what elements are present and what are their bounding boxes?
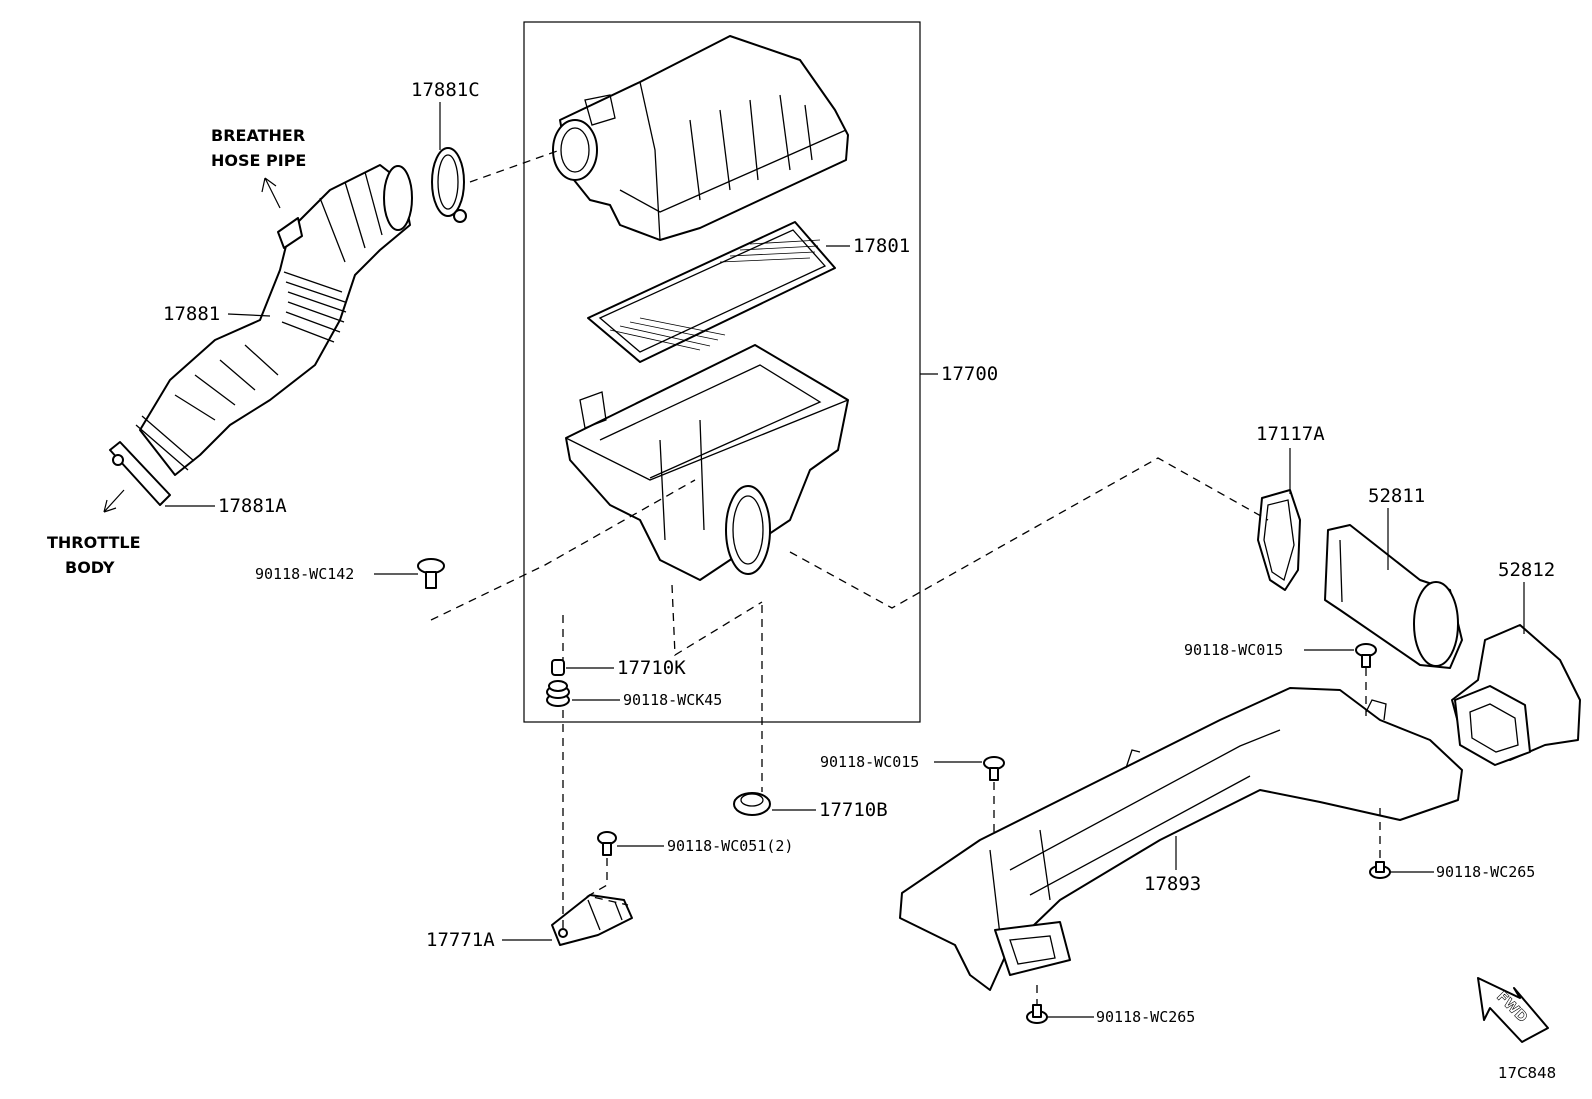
hose-clamp-17881C-drawing bbox=[431, 147, 467, 223]
label-90118-WC265b: 90118-WC265 bbox=[1096, 1008, 1195, 1026]
bolt-WC265a-drawing bbox=[1369, 861, 1391, 879]
label-17801: 17801 bbox=[853, 235, 910, 257]
seal-17117A-drawing bbox=[1257, 489, 1301, 591]
dash-bolt142-to-case bbox=[430, 479, 696, 621]
note-throttle-line1: THROTTLE bbox=[47, 533, 141, 552]
label-17700: 17700 bbox=[941, 363, 998, 385]
hose-clamp-17881A-drawing bbox=[109, 441, 171, 506]
dash-case-to-seal bbox=[789, 457, 1269, 609]
label-17771A: 17771A bbox=[426, 929, 495, 951]
bolt-WC051-drawing bbox=[597, 831, 617, 856]
leader-17881 bbox=[227, 313, 271, 317]
air-cleaner-cap-drawing bbox=[552, 35, 849, 241]
throttle-arrow bbox=[103, 489, 125, 513]
breather-arrow bbox=[261, 177, 281, 209]
label-90118-WC142: 90118-WC142 bbox=[255, 565, 354, 583]
note-breather-line1: BREATHER bbox=[211, 126, 305, 145]
air-cleaner-case-drawing bbox=[565, 344, 849, 581]
bolt-WC142-drawing bbox=[417, 558, 445, 589]
fwd-arrow-icon bbox=[1477, 977, 1549, 1043]
air-filter-element-drawing bbox=[587, 221, 836, 363]
grommet-17710K-drawing bbox=[551, 659, 565, 676]
air-cleaner-assembly-box bbox=[523, 21, 921, 723]
label-17881C: 17881C bbox=[411, 79, 480, 101]
note-throttle-line2: BODY bbox=[65, 558, 115, 577]
duct-52812-drawing bbox=[1451, 624, 1581, 766]
label-17710B: 17710B bbox=[819, 799, 888, 821]
intake-duct-17893-drawing bbox=[899, 687, 1463, 991]
bolt-WC015b-drawing bbox=[983, 756, 1005, 781]
bracket-17771A-drawing bbox=[551, 894, 633, 946]
label-17881: 17881 bbox=[163, 303, 220, 325]
label-17710K: 17710K bbox=[617, 657, 686, 679]
label-90118-WC015a: 90118-WC015 bbox=[1184, 641, 1283, 659]
label-90118-WC051: 90118-WC051(2) bbox=[667, 837, 793, 855]
label-17893: 17893 bbox=[1144, 873, 1201, 895]
label-90118-WC015b: 90118-WC015 bbox=[820, 753, 919, 771]
label-90118-WCK45: 90118-WCK45 bbox=[623, 691, 722, 709]
label-52811: 52811 bbox=[1368, 485, 1425, 507]
air-cleaner-hose-drawing bbox=[135, 164, 413, 476]
label-90118-WC265a: 90118-WC265 bbox=[1436, 863, 1535, 881]
cushion-WCK45-drawing bbox=[546, 680, 570, 707]
grommet-17710B-drawing bbox=[733, 792, 771, 816]
label-17881A: 17881A bbox=[218, 495, 287, 517]
bolt-WC265b-drawing bbox=[1026, 1004, 1048, 1024]
label-52812: 52812 bbox=[1498, 559, 1555, 581]
duct-52811-drawing bbox=[1324, 524, 1463, 669]
bolt-WC015a-drawing bbox=[1355, 643, 1377, 668]
dash-clamp-to-cap bbox=[469, 149, 561, 183]
dash-17710K-cross bbox=[671, 584, 763, 657]
note-breather-line2: HOSE PIPE bbox=[211, 151, 306, 170]
diagram-id: 17C848 bbox=[1498, 1064, 1556, 1082]
label-17117A: 17117A bbox=[1256, 423, 1325, 445]
